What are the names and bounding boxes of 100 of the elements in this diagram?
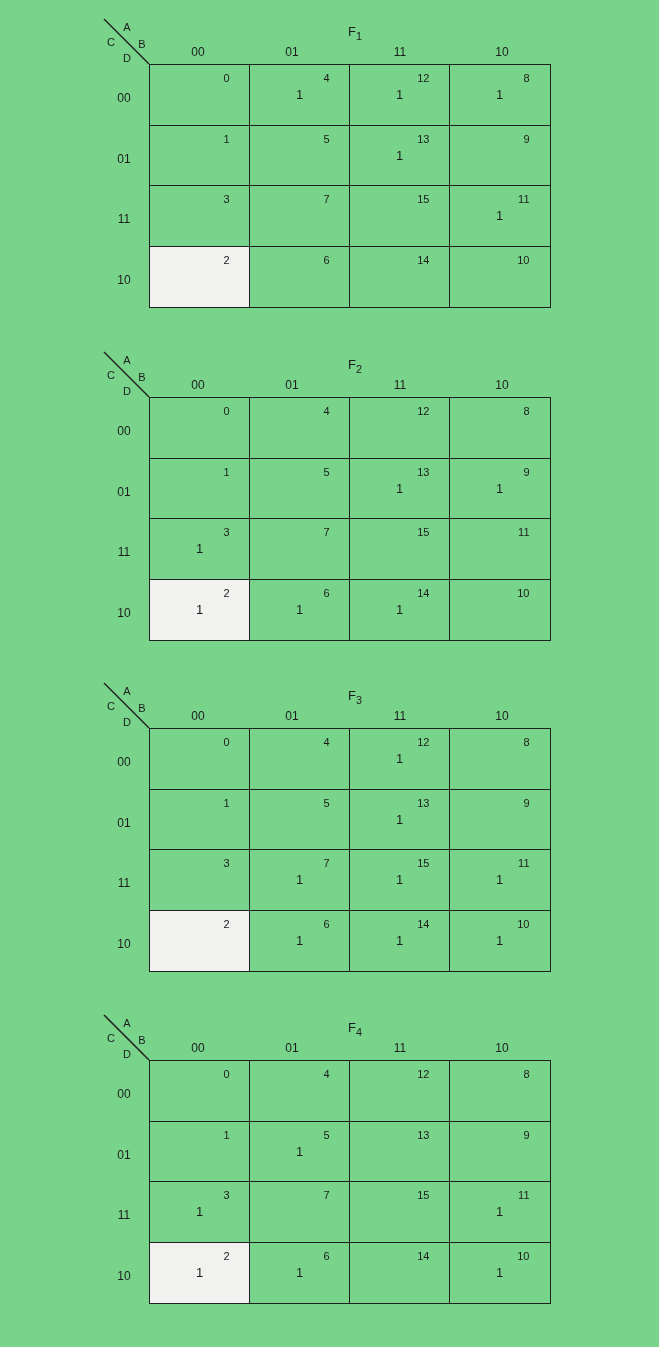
cell-number: 7 [323,193,330,206]
cell-value: 1 [396,601,404,617]
map-title: F$_{1}$ [348,25,362,43]
cell-number: 15 [417,193,430,206]
map-cell [449,124,551,187]
cell-number: 8 [523,405,530,418]
map-cell [249,245,351,308]
cell-number: 8 [523,1068,530,1081]
map-cell [149,1060,251,1122]
column-header: 01 [285,45,299,59]
cell-number: 1 [223,465,230,479]
cell-number: 3 [223,857,230,870]
cell-value: 1 [196,1264,204,1280]
cell-value: 1 [396,932,404,948]
column-header: 01 [285,709,299,723]
map-cell [449,849,551,911]
cell-number: 5 [323,796,330,810]
column-header: 11 [393,709,407,723]
cell-number: 9 [523,1128,530,1142]
map-cell [449,578,551,641]
column-header: 11 [393,45,407,59]
map-cell [149,397,251,459]
cell-value: 1 [296,1143,304,1159]
map-cell [149,1181,251,1243]
map-title: F$_{3}$ [348,689,362,707]
variable-label: C [107,699,115,713]
column-header: 00 [191,45,205,59]
map-cell [249,397,351,459]
cell-number: 11 [518,193,530,206]
cell-number: 12 [417,405,430,418]
cell-number: 14 [417,917,430,931]
column-header: 00 [191,378,205,392]
map-cell [349,909,451,972]
map-cell [249,1241,351,1304]
cell-number: 7 [323,526,330,539]
map-cell [149,64,251,126]
variable-label: C [107,35,115,49]
cell-number: 4 [323,72,330,85]
map-cell [449,1181,551,1243]
variable-label: D [123,1047,131,1061]
variable-label: D [123,51,131,65]
column-header: 00 [191,1041,205,1055]
map-cell [349,728,451,790]
map-cell [349,64,451,126]
cell-value: 1 [496,1264,504,1280]
map-cell [249,518,351,580]
cell-value: 1 [196,541,204,556]
map-title: F$_{4}$ [348,1021,362,1039]
cell-number: 6 [323,586,330,600]
variable-label: A [123,684,131,698]
map-cell [449,185,551,247]
map-title: F$_{2}$ [348,358,362,376]
map-cell [349,185,451,247]
column-header: 00 [191,709,205,723]
map-cell [449,245,551,308]
cell-number: 7 [323,1189,330,1202]
cell-value: 1 [296,872,304,887]
variable-label: B [138,1033,146,1047]
cell-number: 12 [417,736,430,749]
row-header: 11 [117,1208,131,1223]
row-header: 00 [117,1087,131,1102]
map-cell [249,849,351,911]
cell-value: 1 [296,932,304,948]
map-cell [149,578,251,641]
variable-label: D [123,715,131,729]
cell-number: 10 [517,586,530,600]
cell-number: 6 [323,253,330,267]
cell-value: 1 [296,601,304,617]
cell-number: 10 [517,917,530,931]
column-header: 01 [285,378,299,392]
row-header: 10 [117,936,131,951]
cell-number: 0 [223,736,230,749]
map-cell [249,1060,351,1122]
map-cell [149,245,251,308]
cell-number: 7 [323,857,330,870]
cell-value: 1 [496,872,504,887]
row-header: 00 [117,91,131,106]
cell-number: 12 [417,1068,430,1081]
map-cell [349,1241,451,1304]
cell-number: 10 [517,253,530,267]
cell-value: 1 [496,208,504,223]
cell-number: 6 [323,1249,330,1263]
cell-number: 0 [223,72,230,85]
map-cell [349,245,451,308]
cell-number: 13 [417,796,430,810]
map-cell [149,185,251,247]
cell-value: 1 [396,87,404,102]
cell-number: 6 [323,917,330,931]
cell-number: 1 [223,796,230,810]
row-header: 00 [117,755,131,770]
cell-number: 12 [417,72,430,85]
cell-number: 2 [223,253,230,267]
map-cell [349,578,451,641]
cell-number: 3 [223,1189,230,1202]
map-cell [149,728,251,790]
cell-number: 11 [518,526,530,539]
column-header: 01 [285,1041,299,1055]
cell-number: 11 [518,1189,530,1202]
cell-number: 3 [223,526,230,539]
cell-number: 8 [523,736,530,749]
